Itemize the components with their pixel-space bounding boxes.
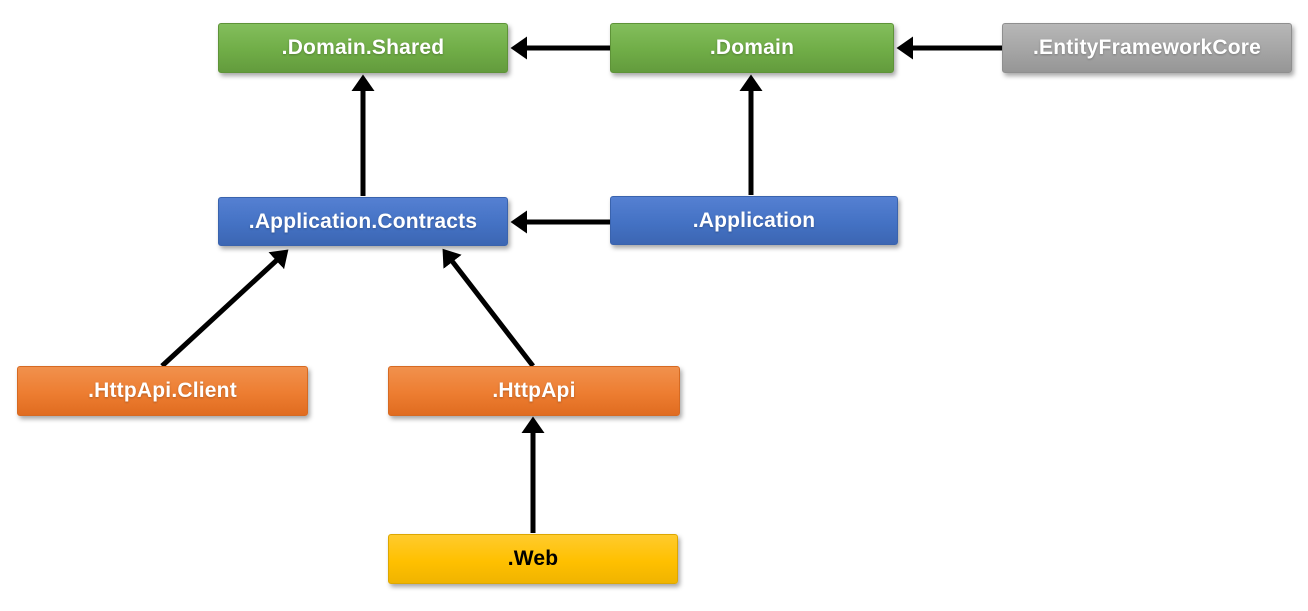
node-application: .Application bbox=[610, 196, 898, 245]
node-httpapi: .HttpApi bbox=[388, 366, 680, 416]
node-entity-framework-core: .EntityFrameworkCore bbox=[1002, 23, 1292, 73]
node-web: .Web bbox=[388, 534, 678, 584]
node-application-contracts: .Application.Contracts bbox=[218, 197, 508, 246]
edge-httpapi-to-application-contracts bbox=[442, 248, 535, 368]
edge-httpapi-client-to-application-contracts bbox=[160, 249, 289, 368]
node-domain: .Domain bbox=[610, 23, 894, 73]
node-httpapi-client: .HttpApi.Client bbox=[17, 366, 308, 416]
node-domain-shared: .Domain.Shared bbox=[218, 23, 508, 73]
